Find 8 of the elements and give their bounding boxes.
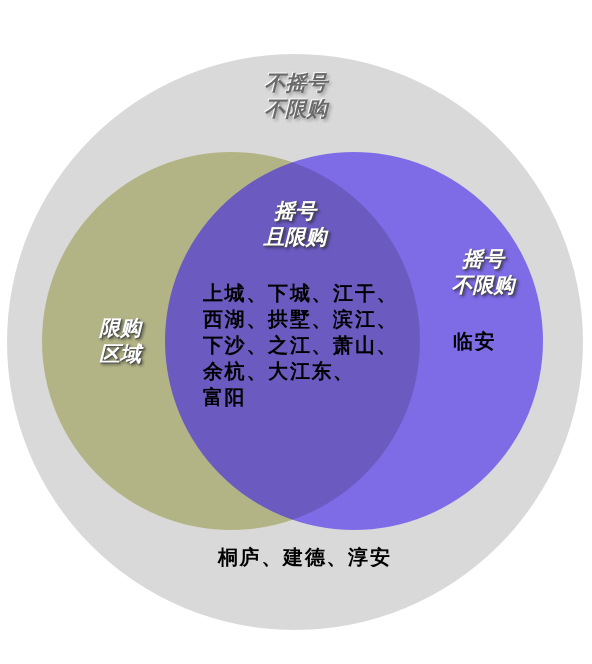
region-label: 摇号且限购 (262, 198, 330, 250)
region-label: 限购区域 (95, 315, 145, 367)
region-label: 不摇号不限购 (264, 70, 330, 122)
district-label: 临安 (453, 328, 496, 354)
region-label: 摇号不限购 (450, 246, 518, 298)
district-label: 桐庐、建德、淳安 (218, 544, 392, 570)
district-list: 上城、下城、江干、西湖、拱墅、滨江、下沙、之江、萧山、余杭、大江东、富阳 (203, 280, 398, 410)
venn-overlap (165, 162, 420, 520)
